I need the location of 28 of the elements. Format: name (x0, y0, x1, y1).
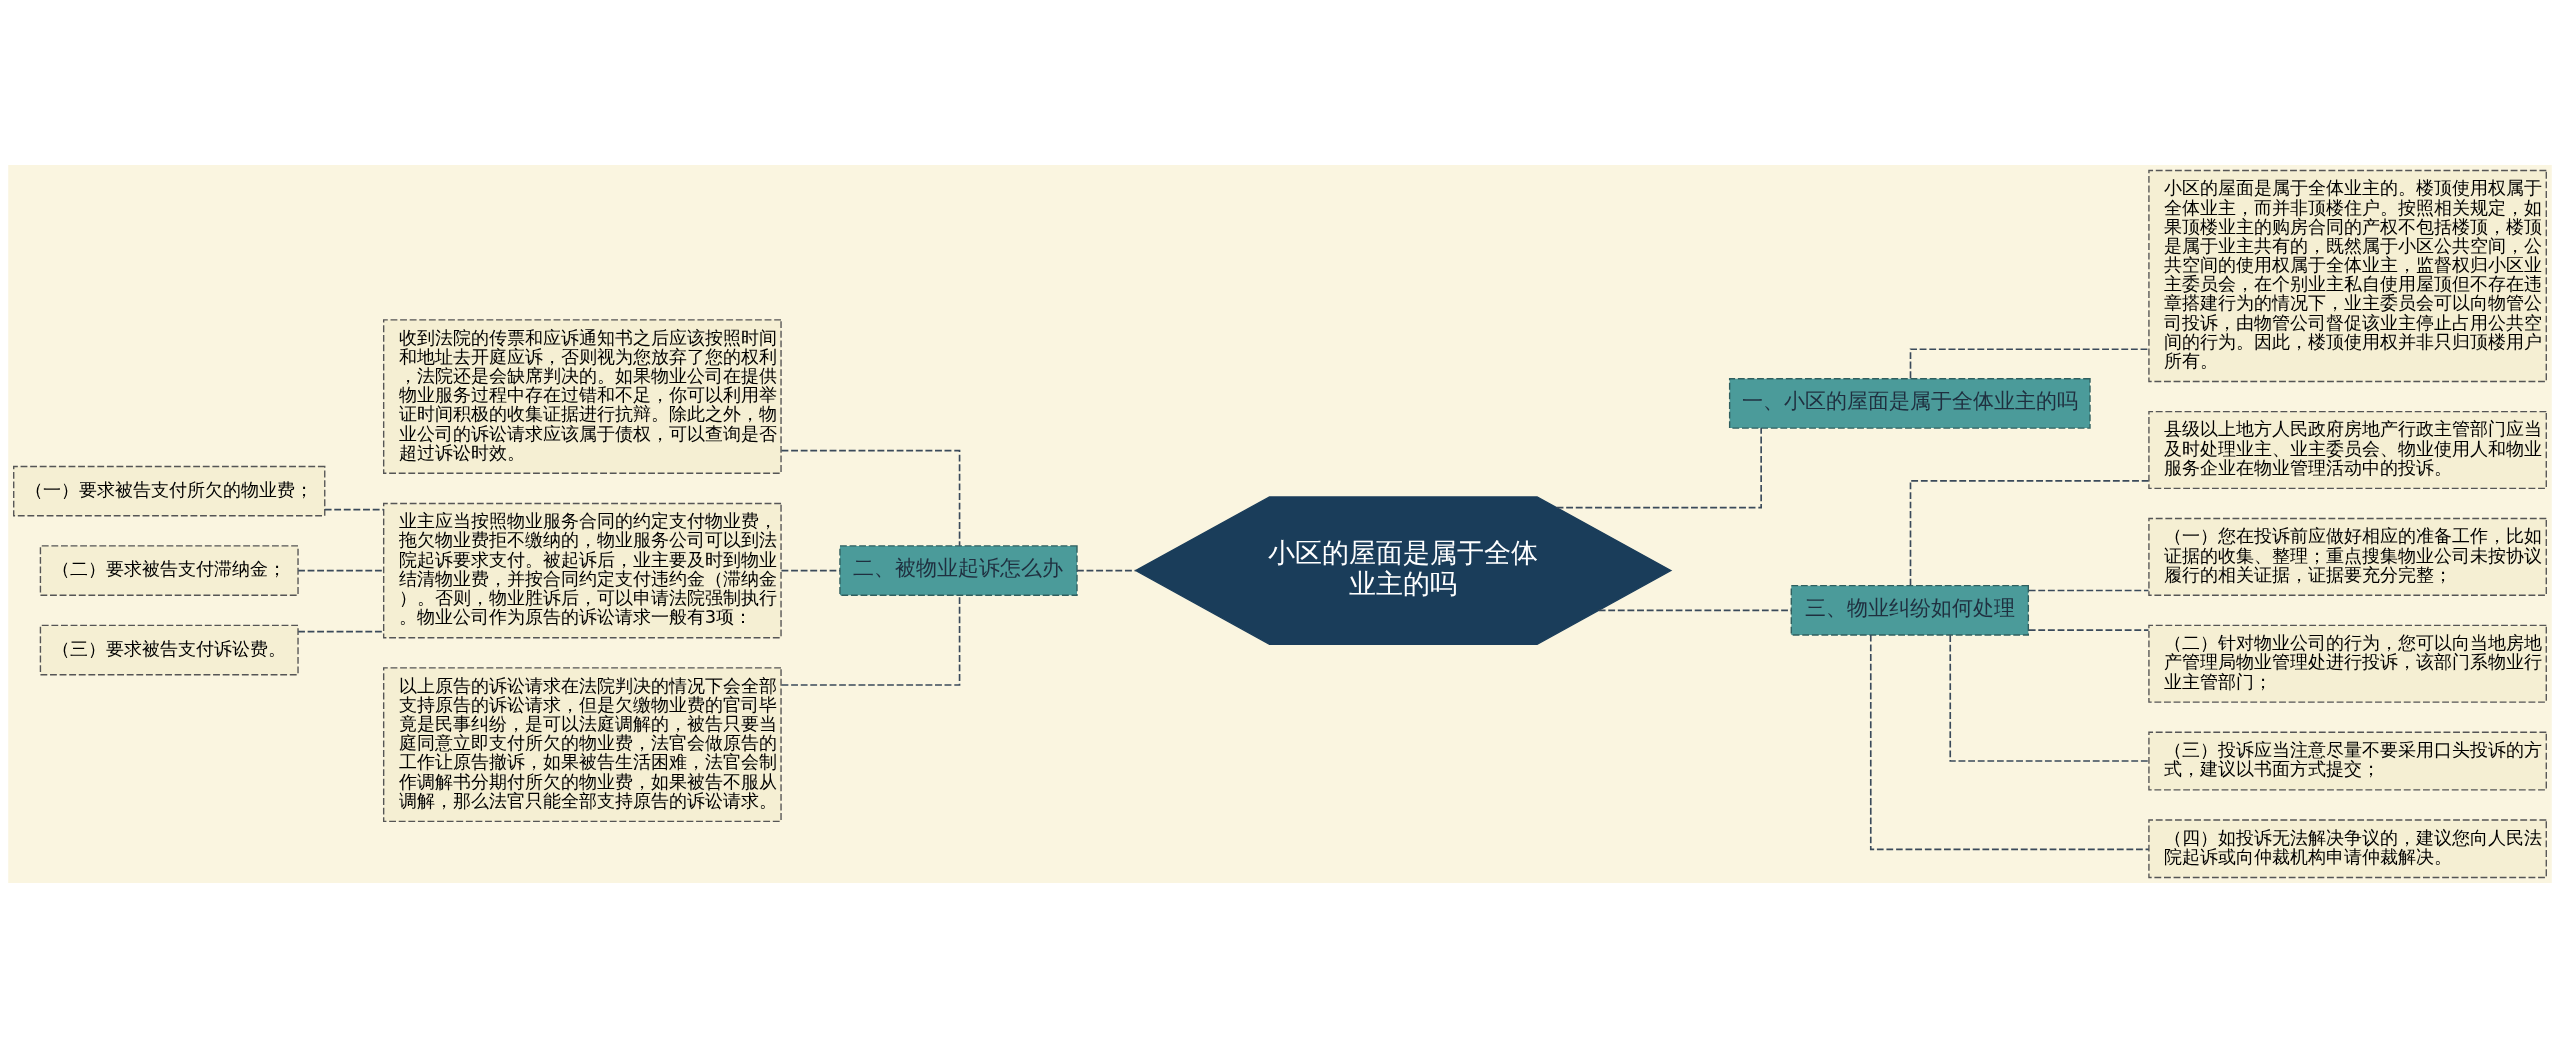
node-box: （二）要求被告支付滞纳金； (39, 545, 299, 596)
connector (1076, 569, 1137, 572)
node-box: 三、物业纠纷如何处理 (1790, 584, 2030, 636)
connector (1909, 480, 2150, 587)
node-box: （一）您在投诉前应做好相应的准备工作，比如证据的收集、整理；重点搜集物业公司未按协议履行的相关证据，证据要充分完整； (2148, 517, 2547, 596)
node-box: 小区的屋面是属于全体业主的。楼顶使用权属于全体业主，而并非顶楼住户。按照相关规定，如果顶楼业主的购房合同的产权不包括楼顶，楼顶是属于业主共有的，既然属于小区公共空间，公共空间的使用权属于全体业主，监督权归小区业主委员会，在个别业主私自使用屋顶但不存在违章搭建行为的情况下，业主委员会可以向物管公司投诉，由物管公司督促该业主停止占用公共空间的行为。因此，楼顶使用权并非只归顶楼用户所有。 (2148, 169, 2547, 383)
connector (780, 569, 841, 572)
connector (297, 569, 385, 572)
connector (1869, 634, 2150, 851)
node-box: 县级以上地方人民政府房地产行政主管部门应当及时处理业主、业主委员会、物业使用人和物业服务企业在物业管理活动中的投诉。 (2148, 410, 2547, 490)
connector (2028, 589, 2150, 592)
node-box: （三）投诉应当注意尽量不要采用口头投诉的方式，建议以书面方式提交； (2148, 731, 2547, 791)
node-box: （二）针对物业公司的行为，您可以向当地房地产管理局物业管理处进行投诉，该部门系物业行业主管部门； (2148, 624, 2547, 703)
node-box: 一、小区的屋面是属于全体业主的吗 (1728, 378, 2091, 429)
node-box: 业主应当按照物业服务合同的约定支付物业费，拖欠物业费拒不缴纳的，物业服务公司可以到法院起诉要求支付。被起诉后，业主要及时到物业结清物业费，并按合同约定支付违约金（滞纳金）。否则，物业胜诉后，可以申请法院强制执行。物业公司作为原告的诉讼请求一般有3项： (383, 502, 782, 639)
connector (780, 449, 961, 547)
connector (1949, 634, 2150, 762)
connector (297, 630, 385, 633)
connector (2028, 629, 2150, 631)
node-box: （三）要求被告支付诉讼费。 (39, 624, 299, 676)
connector (1555, 427, 1762, 509)
connector (324, 508, 385, 511)
node-box: 二、被物业起诉怎么办 (839, 545, 1078, 596)
connector (780, 594, 961, 686)
node-box: 收到法院的传票和应诉通知书之后应该按照时间和地址去开庭应诉，否则视为您放弃了您的权利，法院还是会缺席判决的。如果物业公司在提供物业服务过程中存在过错和不足，你可以利用举证时间积极的收集证据进行抗辩。除此之外，物业公司的诉讼请求应该属于债权，可以查询是否超过诉讼时效。 (383, 319, 782, 474)
node-box: （一）要求被告支付所欠的物业费； (13, 465, 326, 517)
node-box: 以上原告的诉讼请求在法院判决的情况下会全部支持原告的诉讼请求，但是欠缴物业费的官司毕竟是民事纠纷，是可以法庭调解的，被告只要当庭同意立即支付所欠的物业费，法官会做原告的工作让原告撤诉，如果被告生活困难，法官会制作调解书分期付所欠的物业费，如果被告不服从调解，那么法官只能全部支持原告的诉讼请求。 (383, 667, 782, 823)
node-box: （四）如投诉无法解决争议的，建议您向人民法院起诉或向仲裁机构申请仲裁解决。 (2148, 819, 2547, 879)
